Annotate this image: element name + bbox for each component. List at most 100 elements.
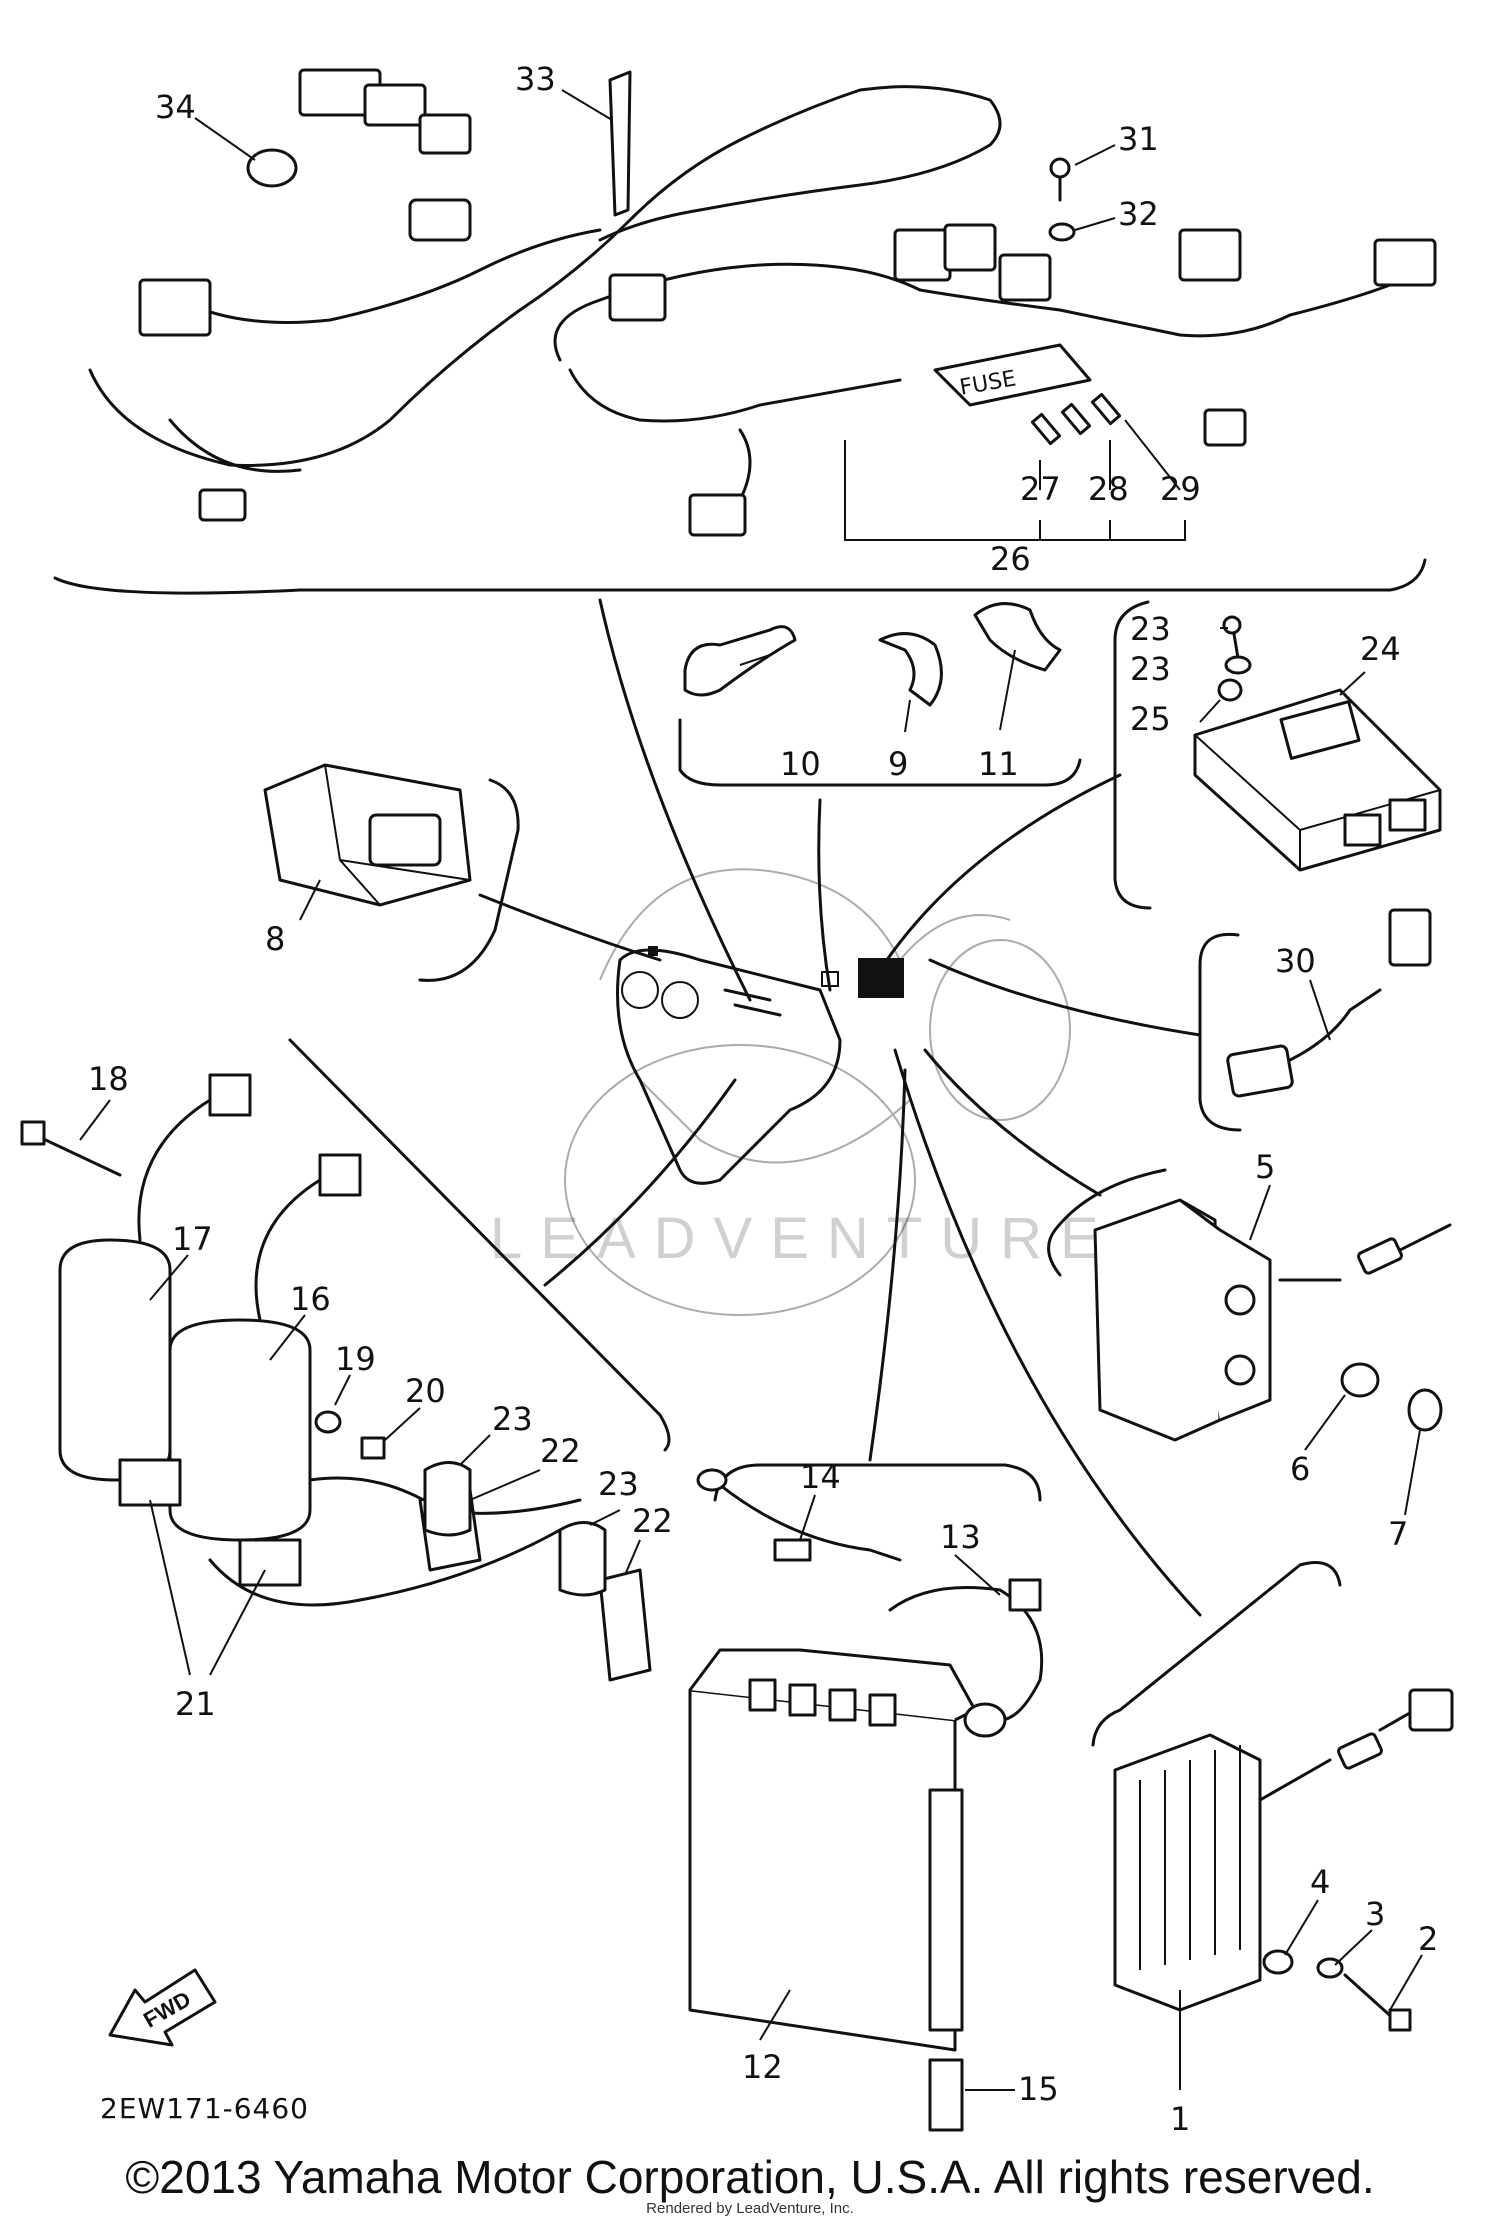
rectifier-lead-sleeve <box>1337 1732 1383 1770</box>
bolt-18 <box>33 1133 122 1177</box>
band-35 <box>608 70 632 217</box>
callout-labels: 34 33 31 32 27 28 29 26 10 9 11 23 23 25… <box>88 60 1438 2138</box>
terminal-a <box>1224 1284 1256 1316</box>
callout-16: 16 <box>290 1280 331 1318</box>
rendered-by: Rendered by LeadVenture, Inc. <box>646 2200 854 2217</box>
fuse-31 <box>1090 392 1122 426</box>
leader-6 <box>1304 1394 1346 1451</box>
harness-branch-mid <box>178 228 602 324</box>
sensor-32-connector <box>1388 908 1432 967</box>
sensor-32-body <box>1226 1044 1294 1098</box>
leader-5 <box>1249 1184 1271 1241</box>
watermark: LEADVENTURE <box>490 1206 1117 1271</box>
bolt-2-head <box>1388 2008 1412 2032</box>
battery-leads-bracket <box>713 1463 1042 1502</box>
leader-harness <box>598 598 752 1002</box>
seal-23b <box>558 1521 607 1597</box>
harness-branch-right <box>553 262 1392 362</box>
fuse-ticks <box>1039 520 1111 540</box>
ignition-coils <box>20 1073 652 1682</box>
callout-13: 13 <box>940 1518 981 1556</box>
connector-j <box>1178 228 1242 282</box>
callout-5: 5 <box>1255 1148 1275 1186</box>
connector-n <box>1203 408 1247 447</box>
relay-mount <box>648 946 658 956</box>
leader-18 <box>79 1099 111 1141</box>
leader-36 <box>194 117 256 161</box>
coil-16 <box>168 1318 312 1542</box>
watermark-text: LEADVENTURE <box>490 1206 1117 1271</box>
damper-27 <box>1217 678 1243 702</box>
igniter-socket-a <box>1343 813 1382 847</box>
sensor-bracket <box>1198 932 1242 1132</box>
breather-pipe-15b <box>928 2058 964 2132</box>
coil-17-plug <box>208 1073 252 1117</box>
leader-11 <box>999 649 1016 731</box>
callout-15: 15 <box>1018 2070 1059 2108</box>
callout-8: 8 <box>265 920 285 958</box>
leader-relay <box>478 893 662 962</box>
callout-22b: 22 <box>632 1502 673 1540</box>
callout-2: 2 <box>1418 1920 1438 1958</box>
callout-12: 12 <box>742 2048 783 2086</box>
harness-lower-loop <box>568 368 902 423</box>
lead-14-eye <box>696 1468 728 1492</box>
callout-30: 28 <box>1088 470 1129 508</box>
wire-harness: FUSE <box>88 68 1437 541</box>
callout-27: 25 <box>1130 700 1171 738</box>
leader-33 <box>1074 144 1116 166</box>
leader-16 <box>269 1314 306 1361</box>
clamps-bracket <box>678 718 1082 787</box>
fuse-29 <box>1030 412 1062 446</box>
gauge-right <box>661 981 699 1019</box>
leader-22b <box>624 1539 641 1576</box>
leader-sensor <box>928 958 1202 1037</box>
callout-23a: 23 <box>492 1400 533 1438</box>
leader-17 <box>149 1254 189 1301</box>
leader-19 <box>334 1374 351 1406</box>
coil-16-lead <box>254 1178 322 1322</box>
connector-k <box>1373 238 1437 287</box>
connector-h <box>943 223 997 272</box>
leader-10 <box>739 654 771 666</box>
relay-8-edges <box>324 764 471 906</box>
bike-frame <box>616 948 842 1185</box>
callout-18: 18 <box>88 1060 129 1098</box>
connector-i <box>998 253 1052 302</box>
clamp-9 <box>878 632 943 707</box>
nut-20 <box>360 1436 386 1460</box>
rectifier-regulator <box>1113 1688 1454 2032</box>
leader-starter-relay <box>923 1048 1102 1197</box>
callout-11: 11 <box>978 745 1019 783</box>
plug-cap-22b <box>598 1568 652 1682</box>
leader-35 <box>561 89 613 121</box>
plug-lead-a <box>208 1528 562 1607</box>
igniter-mount <box>858 958 904 998</box>
leader-clamps <box>817 798 832 992</box>
rectifier-lead <box>1258 1708 1417 1802</box>
rectifier-bracket <box>1091 1561 1342 1747</box>
harness-branch-left <box>168 418 302 473</box>
washer-34 <box>1048 222 1076 242</box>
seal-23a <box>423 1461 472 1537</box>
coils-bracket <box>288 1038 671 1452</box>
coil-16-plug <box>318 1153 362 1197</box>
starter-relay-bracket <box>1047 1168 1167 1277</box>
nut-4 <box>1262 1949 1294 1975</box>
callout-24: 24 <box>1360 630 1401 668</box>
callout-33: 31 <box>1118 120 1159 158</box>
leader-4 <box>1284 1899 1319 1956</box>
harness-mount <box>723 988 782 1017</box>
clamp-36 <box>246 148 298 188</box>
callout-leaders <box>79 89 1423 2091</box>
lead-13-terminal <box>963 1702 1007 1738</box>
leader-14 <box>799 1494 816 1541</box>
clamps <box>683 602 1062 707</box>
motorcycle-silhouette <box>564 868 1071 1316</box>
igniter-label-plate <box>1279 700 1361 760</box>
leader-coils <box>543 1078 737 1287</box>
connector-d <box>418 113 472 155</box>
callout-9: 9 <box>888 745 908 783</box>
connector-c <box>363 83 427 127</box>
